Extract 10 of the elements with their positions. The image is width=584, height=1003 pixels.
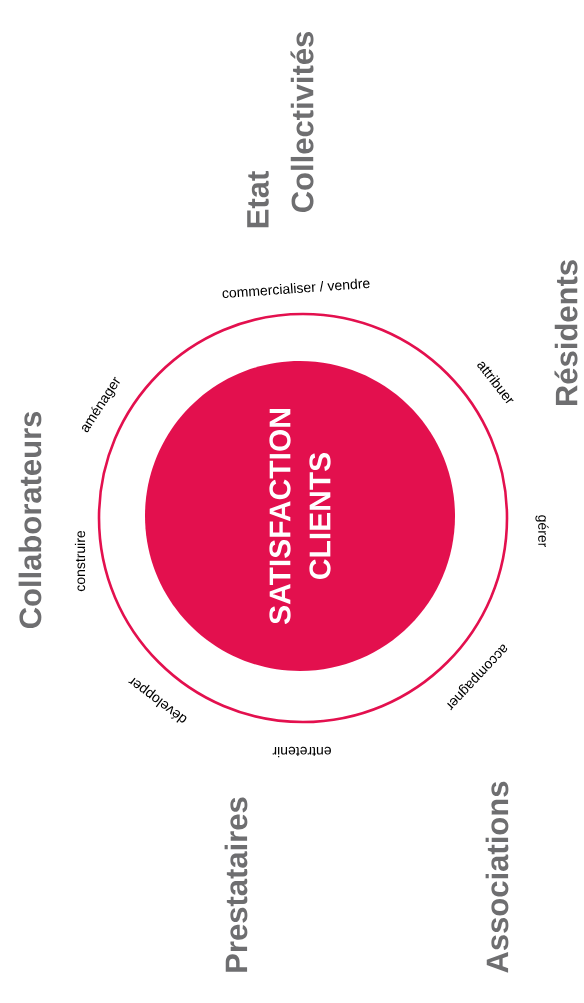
action-label: entretenir [272,746,331,758]
stakeholder-label: Collaborateurs [18,411,42,629]
stakeholder-label: Associations [485,781,509,973]
action-label: construire [74,530,86,592]
action-label: commercialiser / vendre [222,278,370,299]
action-label: gérer [535,515,549,548]
stakeholder-label: Collectivités [290,31,314,213]
stakeholder-label: Résidents [554,260,578,405]
stakeholder-label: Etat [247,171,269,228]
stakeholder-label: Prestataires [224,797,248,972]
